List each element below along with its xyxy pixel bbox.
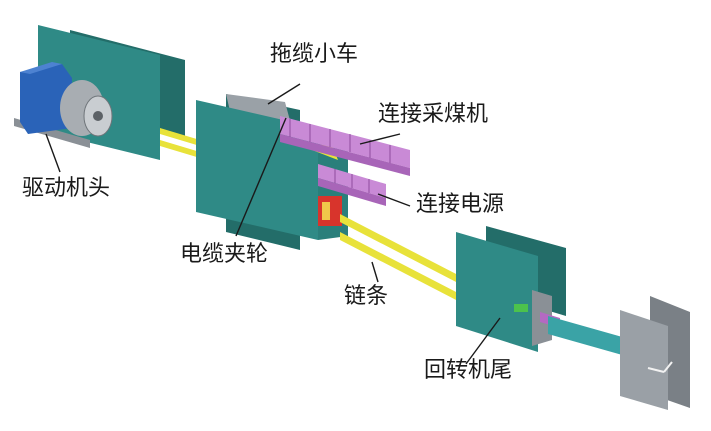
motor-gearbox [20,64,72,134]
label-chain: 链条 [344,284,389,309]
tail-pipe [548,316,640,360]
main-chain [340,214,460,302]
end-frame [620,296,690,410]
label-cable-pulley: 电缆夹轮 [180,242,269,267]
cable-tray-shearer [280,116,410,176]
drive-head-assembly [14,25,185,160]
motor-gearbox-top [20,62,62,74]
leader-lines [45,83,501,365]
label-return-tail: 回转机尾 [424,358,513,383]
cable-tray-power [318,164,386,206]
label-connect-shearer: 连接采煤机 [378,102,489,127]
label-tow-trolley: 拖缆小车 [270,42,359,67]
label-connect-power: 连接电源 [416,192,505,217]
return-tail-assembly [456,226,644,360]
tail-front-panel [456,232,538,352]
drive-chain [160,128,200,158]
label-drive-head: 驱动机头 [22,176,111,201]
